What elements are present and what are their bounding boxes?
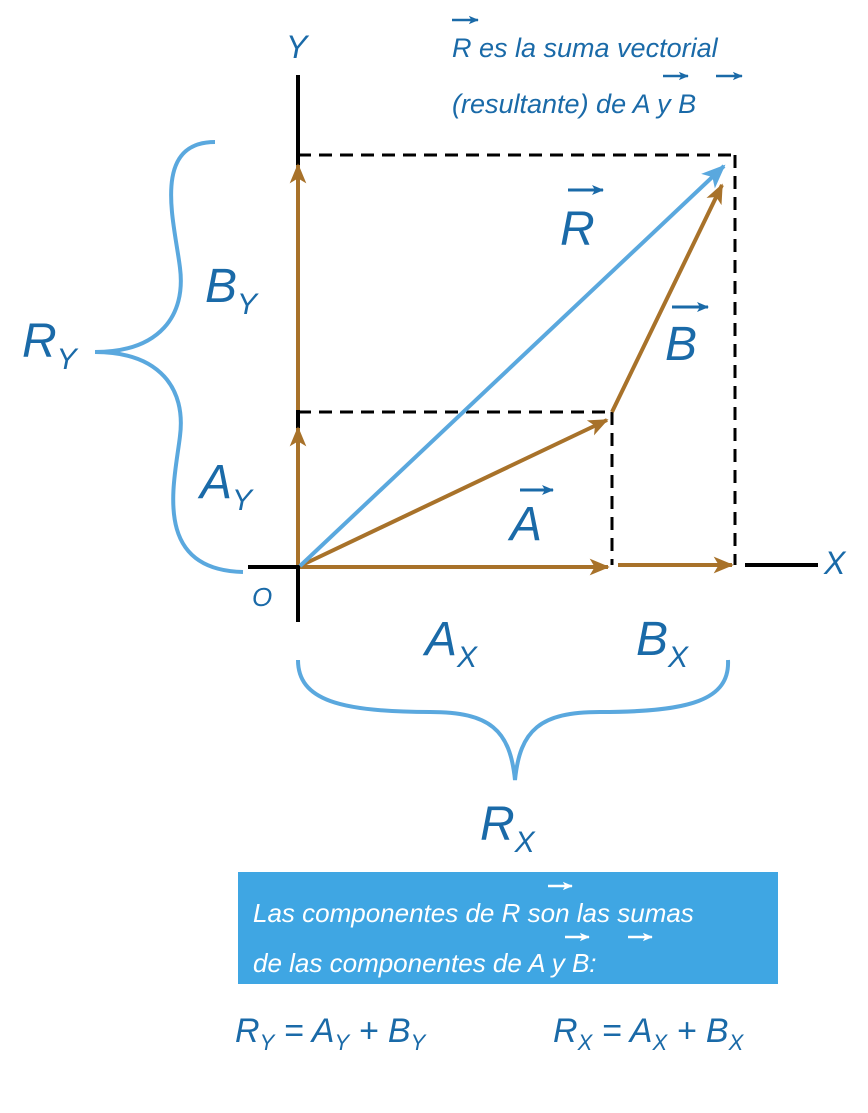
vector-b-label: B (665, 302, 709, 371)
rx-brace (296, 659, 731, 781)
components-info-box: Las componentes de R son las sumas de la… (238, 872, 778, 984)
svg-text:R: R (560, 203, 595, 256)
ry-brace (94, 140, 244, 574)
vector-b-arrow (610, 183, 724, 413)
vector-r-label: R (560, 185, 604, 256)
vector-a-label: A (507, 485, 554, 551)
vector-a-arrow (299, 418, 609, 568)
ay-label: AY (197, 456, 254, 517)
svg-text:R es la suma vectorial: R es la suma vectorial (452, 33, 719, 63)
origin-label: O (252, 582, 272, 612)
vector-r-arrow (298, 164, 726, 568)
by-label: BY (205, 260, 259, 321)
svg-text:Las componentes de R son las s: Las componentes de R son las sumas (253, 898, 694, 928)
svg-text:A: A (507, 498, 542, 551)
ax-label: AX (422, 613, 478, 674)
svg-text:B: B (665, 318, 697, 371)
x-axis-label: X (823, 545, 847, 581)
bx-label: BX (636, 613, 689, 674)
svg-text:de las componentes de A y B:: de las componentes de A y B: (253, 948, 597, 978)
svg-text:(resultante) de A y B: (resultante) de A y B (452, 89, 696, 119)
equation-rx: RX = AX + BX (553, 1012, 745, 1055)
resultant-note: R es la suma vectorial (resultante) de A… (452, 15, 743, 119)
info-box-bg (238, 872, 778, 984)
ry-label: RY (22, 315, 79, 376)
rx-label: RX (480, 798, 536, 859)
y-axis-label: Y (286, 29, 310, 65)
equation-ry: RY = AY + BY (235, 1012, 427, 1055)
